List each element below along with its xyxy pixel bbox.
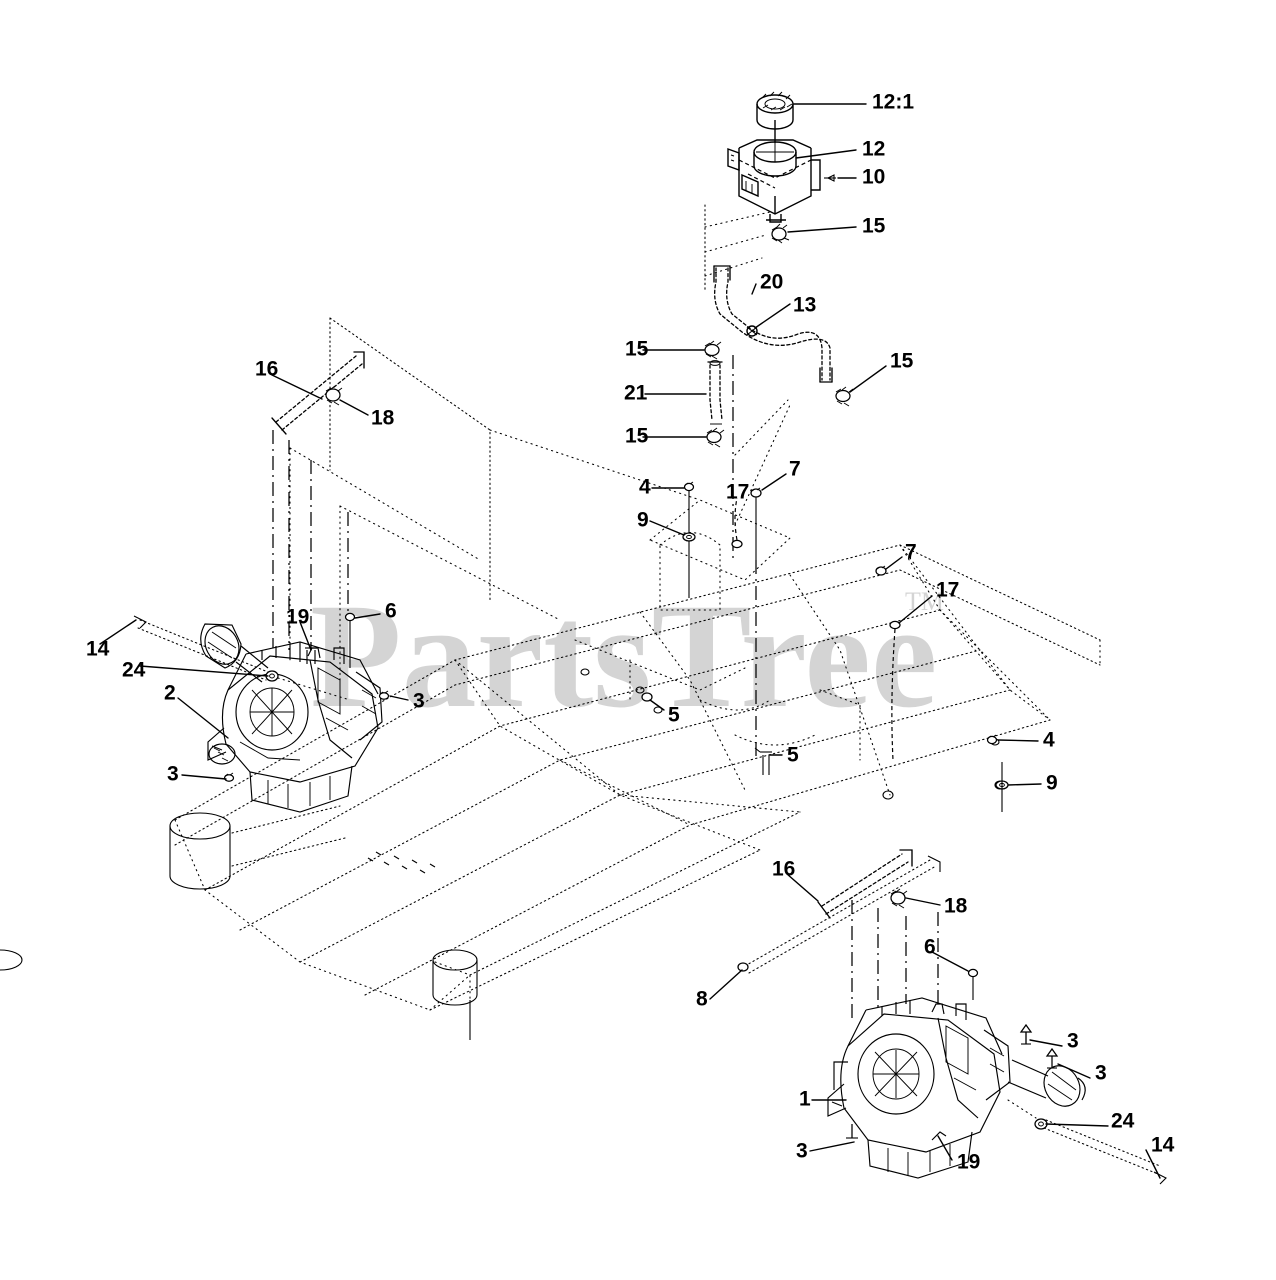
- callout-number-1: 1: [799, 1088, 811, 1111]
- bolt-7-right-icon: [875, 565, 887, 576]
- right-fitting-19-icon: [931, 1131, 947, 1141]
- callout-number-10: 10: [862, 166, 885, 189]
- right-transmission-assembly: [827, 900, 1167, 1185]
- watermark-group: PartsTree TM: [310, 573, 944, 739]
- callout-number-2: 2: [164, 682, 176, 705]
- callout-number-12: 12: [862, 138, 885, 161]
- tank-fitting-icon: [811, 159, 836, 191]
- left-rod-14-icon: [133, 615, 351, 701]
- right-clamp-18-icon: [890, 888, 908, 909]
- pulley-5-upper-icon: [641, 692, 653, 702]
- callout-number-14: 14: [1151, 1134, 1175, 1157]
- left-axle-icon: [200, 623, 269, 683]
- callout-number-7: 7: [789, 458, 801, 481]
- hose-clamp-icon-2: [704, 340, 722, 360]
- left-bolt-6-icon: [344, 612, 356, 668]
- hose-assembly: [704, 204, 854, 560]
- callout-number-14: 14: [86, 638, 110, 661]
- right-rod-14-icon: [1007, 1099, 1167, 1185]
- right-bolt-6-icon: [967, 968, 979, 1000]
- callout-number-3: 3: [413, 690, 425, 713]
- callout-number-5: 5: [787, 744, 799, 767]
- hose-clamp-icon-3: [835, 386, 854, 407]
- frame-chassis: [0, 317, 1101, 1040]
- callout-number-21: 21: [624, 382, 648, 405]
- left-hose-16-assembly: [271, 351, 365, 435]
- callout-number-3: 3: [167, 763, 179, 786]
- expansion-tank-assembly: [727, 91, 836, 223]
- callout-number-3: 3: [1067, 1030, 1079, 1053]
- callout-number-3: 3: [796, 1140, 808, 1163]
- left-clamp-18-icon: [325, 385, 343, 406]
- callout-number-16: 16: [255, 358, 278, 381]
- fastener-4-right-icon: [986, 734, 998, 745]
- hose-21-icon: [707, 360, 723, 425]
- callout-number-15: 15: [862, 215, 886, 238]
- right-hose-16-assembly: [817, 849, 913, 919]
- callout-number-16: 16: [772, 858, 795, 881]
- left-fastener-3b-icon: [223, 772, 235, 782]
- deck-marking: [367, 851, 436, 874]
- callout-number-6: 6: [385, 600, 397, 623]
- washer-17-right-icon: [889, 620, 901, 761]
- callout-number-7: 7: [905, 541, 917, 564]
- callout-number-4: 4: [1043, 729, 1055, 752]
- frame-front-bushing: [169, 805, 346, 890]
- left-transmission-assembly: [133, 430, 390, 813]
- callout-number-15: 15: [625, 425, 649, 448]
- tank-body-icon: [727, 139, 812, 223]
- rod-8-icon: [737, 855, 941, 974]
- callout-number-9: 9: [1046, 772, 1058, 795]
- right-axle-icon: [1007, 1059, 1086, 1107]
- callout-number-15: 15: [625, 338, 649, 361]
- callout-number-20: 20: [760, 271, 783, 294]
- nut-9-right-icon: [995, 762, 1009, 812]
- callout-number-9: 9: [637, 509, 649, 532]
- right-transmission-body: [827, 997, 1011, 1179]
- callout-number-5: 5: [668, 704, 680, 727]
- callout-number-15: 15: [890, 350, 914, 373]
- right-fastener-3b-icon: [1045, 1047, 1059, 1069]
- hose-20-icon: [713, 265, 833, 383]
- nut-9-left-icon: [682, 532, 696, 598]
- center-fasteners: [641, 481, 1009, 974]
- bolt-7-center-icon: [750, 487, 762, 760]
- hose-clamp-icon-1: [771, 223, 790, 244]
- callout-number-18: 18: [944, 895, 968, 918]
- watermark-text: PartsTree: [310, 573, 937, 739]
- hose-clamp-icon-4: [706, 427, 725, 448]
- washer-17-center-icon: [731, 497, 743, 549]
- callout-number-24: 24: [1111, 1110, 1135, 1133]
- callout-number-3: 3: [1095, 1062, 1107, 1085]
- callout-number-8: 8: [696, 988, 708, 1011]
- callout-number-17: 17: [936, 579, 959, 602]
- left-fastener-3a-icon: [378, 690, 390, 700]
- frame-rear-bushing: [0, 949, 478, 1006]
- callout-number-19: 19: [286, 606, 309, 629]
- callout-number-19: 19: [957, 1151, 980, 1174]
- fastener-4-left-icon: [683, 481, 695, 540]
- pulley-5-lower-icon: [754, 747, 772, 775]
- callout-number-24: 24: [122, 659, 146, 682]
- tank-cap-icon: [756, 91, 794, 143]
- right-fastener-3c-icon: [846, 1124, 858, 1139]
- callout-number-18: 18: [371, 407, 395, 430]
- callout-number-6: 6: [924, 936, 936, 959]
- callout-number-13: 13: [793, 294, 816, 317]
- callout-number-12-1: 12:1: [872, 91, 914, 114]
- leader-lines: [99, 103, 1161, 1179]
- callout-number-17: 17: [726, 481, 749, 504]
- right-fastener-3a-icon: [1019, 1023, 1033, 1045]
- callout-number-4: 4: [639, 476, 651, 499]
